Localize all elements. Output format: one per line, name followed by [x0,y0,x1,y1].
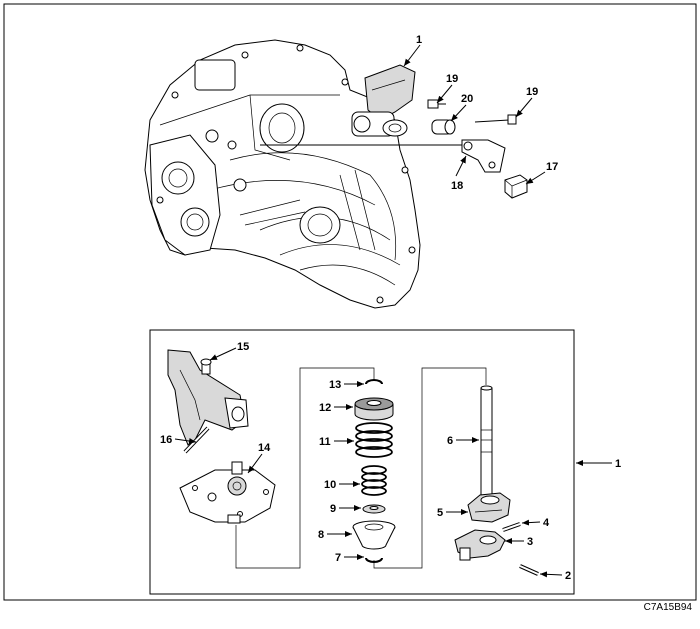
shift-lever-5 [467,492,511,523]
callout-20: 20 [461,93,473,105]
callout-1-right: 1 [615,458,621,470]
spring-11 [355,422,393,458]
washer-9 [362,504,386,514]
callout-11: 11 [319,436,331,448]
callout-5: 5 [437,507,443,519]
select-lever-3 [454,529,506,561]
shift-shaft-6 [480,385,493,501]
callout-4: 4 [543,517,550,529]
pin-4 [502,522,521,532]
callout-13: 13 [329,379,341,391]
figure-code: C7A15B94 [643,602,692,613]
gear-shift-control-assembly [351,64,416,137]
shift-housing-15 [167,349,249,446]
snap-ring-13 [365,379,383,385]
figure-frame [3,3,697,601]
bracket-18 [461,139,506,173]
bushing-20 [431,119,456,135]
callout-9: 9 [330,503,336,515]
transaxle-housing [144,39,470,309]
callout-19a: 19 [446,73,458,85]
bolt-19b [474,114,517,125]
spring-seat-12 [354,397,394,421]
block-17 [504,174,528,199]
callout-14: 14 [258,442,271,454]
callout-18: 18 [451,180,463,192]
pin-16 [183,426,210,454]
spring-seat-8 [352,520,396,550]
callout-1-top: 1 [416,34,422,46]
callout-16: 16 [160,434,172,446]
callout-7: 7 [335,552,341,564]
snap-ring-7 [365,557,383,563]
callout-2: 2 [565,570,571,582]
callout-19b: 19 [526,86,538,98]
callout-10: 10 [324,479,336,491]
callout-6: 6 [447,435,453,447]
callout-12: 12 [319,402,331,414]
pin-2 [519,564,539,576]
cover-plate-14 [179,461,276,524]
callout-8: 8 [318,529,324,541]
spring-10 [361,465,387,496]
callout-15: 15 [237,341,249,353]
callout-17: 17 [546,161,558,173]
assembly-detail-box [149,329,575,595]
bolt-19a [427,99,446,109]
callout-3: 3 [527,536,533,548]
